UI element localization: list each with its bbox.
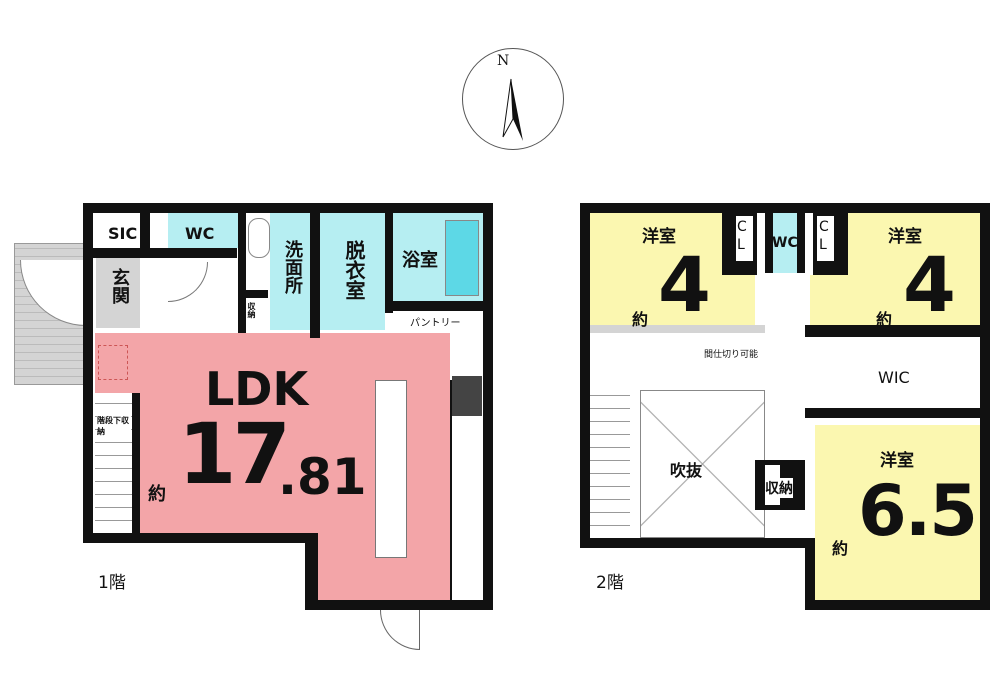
floor2-label: 2階 [596, 573, 624, 593]
youshitsu-left-size: 4 [658, 240, 711, 329]
room-fukinuke: 吹抜 [670, 461, 703, 480]
ldk-size-int: 17 [178, 405, 291, 503]
room-shuno-2f: 収納 [765, 478, 793, 498]
room-wc-2f: WC [772, 235, 798, 251]
room-kaidanshita: 階段下収納 [97, 415, 131, 437]
stove [452, 376, 482, 416]
closet-left: C L [737, 219, 747, 253]
compass-arrow-icon [502, 78, 523, 141]
youshitsu-right-size: 4 [903, 240, 956, 329]
ldk-size-dec: .81 [278, 448, 367, 506]
fukinuke-void [640, 390, 765, 538]
room-pantry: パントリー [410, 318, 461, 329]
closet-right: C L [819, 219, 829, 253]
kitchen-island [375, 380, 407, 558]
room-youshitsu-left: 洋室 [642, 227, 676, 247]
room-yokushitsu: 浴室 [402, 250, 438, 271]
room-sic: SIC [108, 224, 138, 243]
compass: N [462, 48, 564, 150]
ldk-prefix: 約 [148, 484, 166, 505]
room-ldk: LDK [205, 362, 309, 416]
room-youshitsu-big: 洋室 [880, 451, 914, 471]
youshitsu-big-size: 6.5 [858, 470, 978, 552]
floor1-label: 1階 [98, 573, 126, 593]
room-genkan: 玄関 [109, 268, 130, 304]
room-shuno-1f: 収納 [247, 302, 256, 318]
youshitsu-big-prefix: 約 [832, 539, 849, 558]
north-label: N [497, 53, 510, 69]
youshitsu-right-room [848, 213, 980, 325]
room-youshitsu-right: 洋室 [888, 227, 922, 247]
youshitsu-left-prefix: 約 [632, 310, 649, 329]
room-wc-1f: WC [185, 224, 215, 243]
room-wic: WIC [878, 368, 910, 387]
youshitsu-right-prefix: 約 [876, 310, 893, 329]
room-senmenjo: 洗面所 [282, 240, 303, 294]
room-datsuishitsu: 脱衣室 [342, 240, 366, 300]
partition-note: 間仕切り可能 [704, 350, 759, 360]
youshitsu-big-room [815, 425, 980, 600]
